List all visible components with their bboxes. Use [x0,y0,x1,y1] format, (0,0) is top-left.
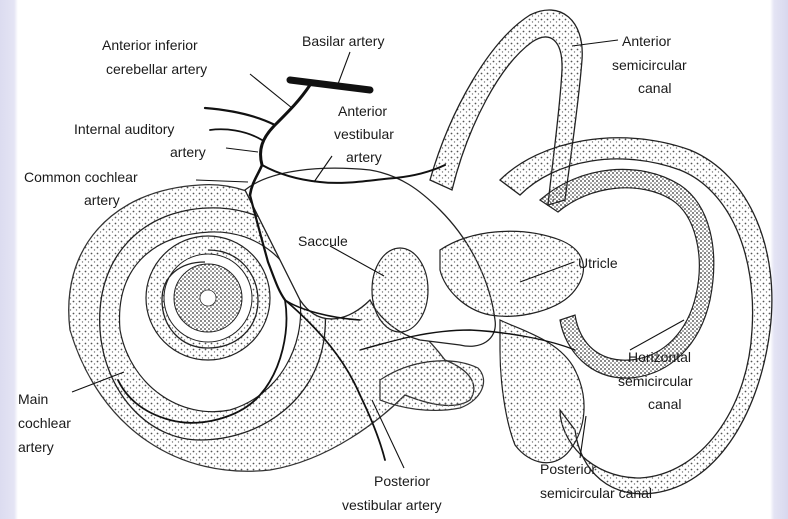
aica-branch-2 [210,129,262,140]
saccule-body [372,248,428,332]
label-basilar-artery: Basilar artery [302,33,384,49]
label-posterior-vestibular-artery: Posterior vestibular artery [342,473,442,513]
basilar-artery [290,80,370,90]
label-anterior-vestibular-artery: Anterior vestibular artery [334,103,398,165]
label-horizontal-semicircular-canal: Horizontal semicircular canal [618,349,697,412]
label-common-cochlear-artery: Common cochlear artery [24,169,142,208]
label-saccule: Saccule [298,233,348,249]
aica-branch [205,108,275,125]
label-anterior-semicircular-canal: Anterior semicircular canal [612,33,691,96]
label-aica: Anterior inferior cerebellar artery [102,37,207,77]
leader-common-cochlear [196,180,248,182]
label-main-cochlear-artery: Main cochlear artery [18,391,75,455]
label-utricle: Utricle [578,255,618,271]
label-internal-auditory-artery: Internal auditory artery [74,121,206,160]
leader-basilar [338,52,350,84]
cochlea-helicotrema [200,290,216,306]
anterior-inferior-cerebellar-artery [261,85,310,165]
leader-aica [250,74,292,108]
leader-internal-auditory [226,148,258,152]
